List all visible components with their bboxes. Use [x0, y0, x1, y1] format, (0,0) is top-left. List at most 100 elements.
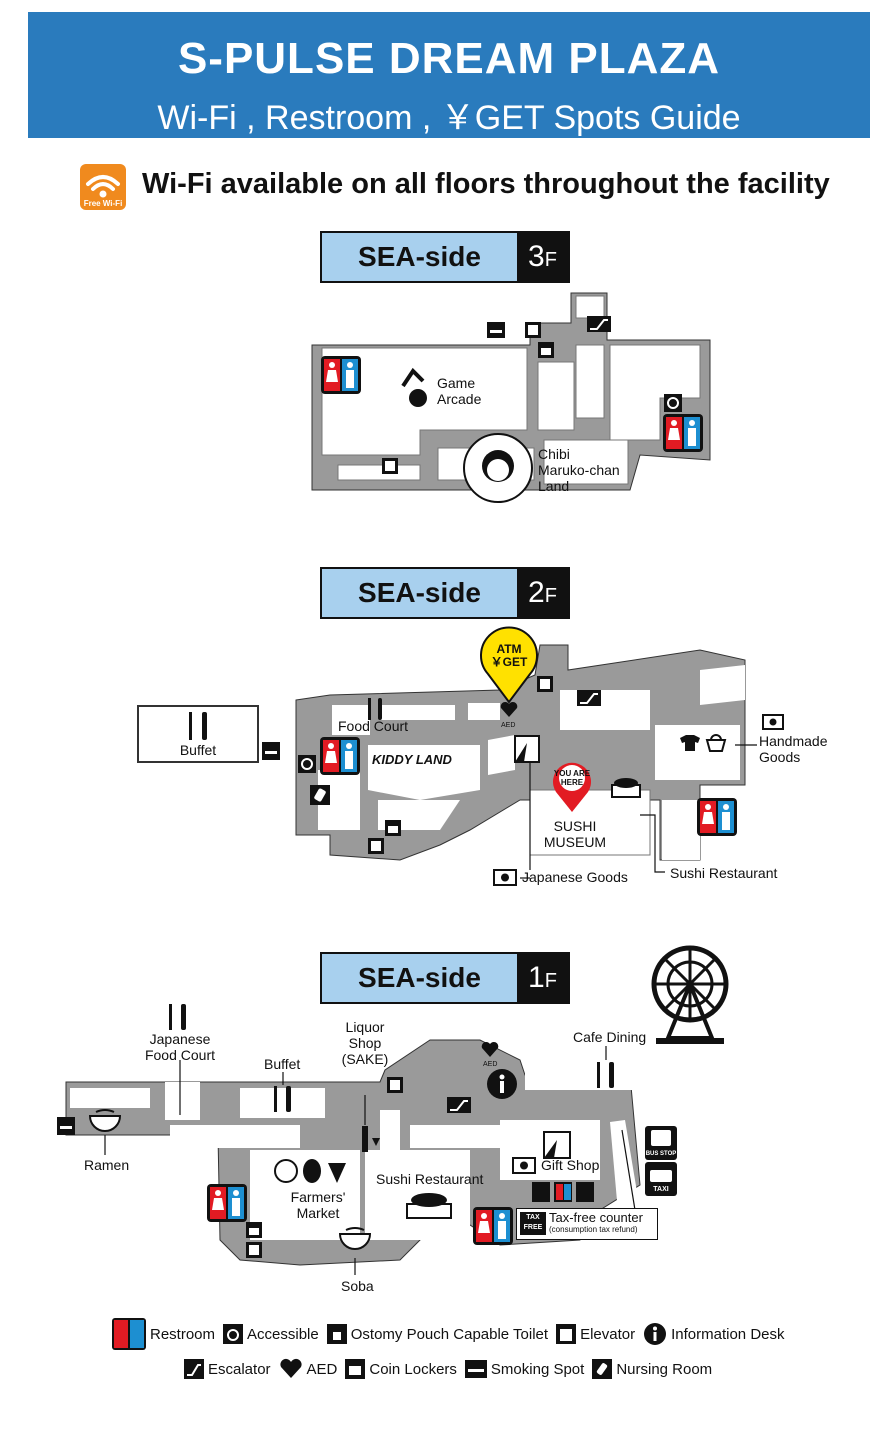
page-subtitle: Wi-Fi , Restroom , ￥GET Spots Guide [157, 99, 741, 137]
escalator-icon [587, 316, 611, 332]
floor-side-label: SEA-side [358, 241, 481, 272]
elevator-icon [525, 322, 541, 338]
tshirt-icon [680, 735, 700, 751]
label-food-court: Food Court [338, 718, 409, 734]
fork-knife-icon [189, 712, 207, 740]
accessible-icon [664, 394, 682, 412]
shopping-bag-icon [514, 735, 540, 763]
label-sushi-restaurant-1f: Sushi Restaurant [376, 1171, 484, 1187]
information-desk-icon [644, 1323, 667, 1345]
restroom-icon [207, 1184, 247, 1222]
label-japanese-goods: Japanese Goods [522, 869, 628, 885]
floor-number: 3F [517, 233, 568, 281]
taxi-label: TAXI [653, 1186, 669, 1193]
legend-label: Smoking Spot [490, 1360, 585, 1378]
smoking-spot-icon [464, 1360, 487, 1378]
floor-number: 2F [517, 569, 568, 617]
japanese-goods-icon [512, 1157, 536, 1174]
ferris-wheel-icon [651, 945, 729, 1044]
elevator-icon [246, 1242, 262, 1258]
shopping-bag-icon [543, 1131, 571, 1159]
japanese-goods-icon [493, 869, 517, 886]
restroom-icon [320, 737, 360, 775]
legend-row-2: Escalator AED Coin Lockers Smoking Spot … [184, 1358, 720, 1380]
escalator-icon [184, 1359, 204, 1379]
legend-label: AED [306, 1360, 338, 1378]
sushi-platter-icon [406, 1193, 452, 1219]
restroom-icon [112, 1318, 146, 1350]
label-farmers-market: Farmers'Market [290, 1189, 346, 1221]
aed-icon [481, 1041, 499, 1057]
free-wifi-icon: Free Wi-Fi [80, 164, 126, 210]
label-cafe-dining: Cafe Dining [573, 1029, 647, 1045]
legend-ostomy: Ostomy Pouch Capable Toilet [326, 1324, 548, 1344]
label-ramen: Ramen [84, 1157, 130, 1173]
coin-locker-icon [538, 342, 554, 358]
soba-bowl-icon [338, 1227, 372, 1250]
wifi-notice: Wi-Fi available on all floors throughout… [142, 168, 830, 200]
fork-knife-icon [368, 698, 382, 720]
aed-icon [279, 1358, 302, 1378]
legend-accessible: Accessible [223, 1324, 319, 1344]
legend-nursing-room: Nursing Room [592, 1359, 712, 1379]
elevator-icon [387, 1077, 403, 1093]
label-buffet-1f: Buffet [264, 1056, 301, 1072]
information-desk-icon [487, 1069, 517, 1099]
farmers-market-produce-icon [274, 1159, 346, 1183]
floor-side-label: SEA-side [358, 577, 481, 608]
chibi-maruko-logo [463, 433, 533, 503]
floor-badge-1f: SEA-side 1F [320, 952, 570, 1004]
coin-locker-icon [385, 820, 401, 836]
basket-icon [705, 734, 727, 752]
legend-escalator: Escalator [184, 1359, 271, 1379]
label-tax-free-sub: (consumption tax refund) [549, 1225, 638, 1234]
label-sushi-restaurant-2f: Sushi Restaurant [670, 865, 778, 881]
legend-smoking-spot: Smoking Spot [464, 1360, 585, 1378]
bus-stop-label: BUS STOP [645, 1151, 677, 1157]
legend-label: Escalator [208, 1360, 271, 1378]
smoking-spot-icon [487, 322, 505, 338]
ramen-bowl-icon [88, 1109, 122, 1132]
legend-label: Coin Lockers [369, 1360, 457, 1378]
japanese-goods-icon [762, 714, 784, 730]
fork-knife-icon [169, 1004, 186, 1030]
accessible-icon [298, 755, 316, 773]
floor-badge-3f: SEA-side 3F [320, 231, 570, 283]
accessible-icon [223, 1324, 244, 1344]
escalator-icon [577, 690, 601, 706]
label-soba: Soba [341, 1278, 374, 1294]
game-arcade-icon [401, 367, 427, 407]
smoking-spot-icon [57, 1117, 75, 1135]
atm-yen-get-pin [480, 626, 538, 704]
legend-label: Elevator [580, 1325, 636, 1343]
legend-row-1: Restroom Accessible Ostomy Pouch Capable… [112, 1318, 793, 1350]
fork-knife-icon [597, 1062, 614, 1088]
label-gift-shop: Gift Shop [541, 1157, 600, 1173]
legend-label: Accessible [247, 1325, 319, 1343]
aed-icon [500, 701, 518, 717]
aed-label: AED [483, 1061, 498, 1068]
legend-information-desk: Information Desk [643, 1322, 785, 1346]
you-are-here-pin [553, 762, 591, 812]
coin-locker-icon [345, 1359, 366, 1379]
restroom-icon [663, 414, 703, 452]
restroom-icon [321, 356, 361, 394]
bus-stop-icon [645, 1126, 677, 1160]
legend-label: Information Desk [671, 1325, 785, 1343]
taxi-icon [645, 1162, 677, 1196]
floor-side-label: SEA-side [358, 962, 481, 993]
sushi-icon [611, 778, 641, 798]
restroom-icon [697, 798, 737, 836]
page-title: S-PULSE DREAM PLAZA [177, 34, 721, 83]
legend-label: Restroom [150, 1325, 216, 1343]
escalator-icon [447, 1097, 471, 1113]
legend-restroom: Restroom [112, 1318, 215, 1350]
